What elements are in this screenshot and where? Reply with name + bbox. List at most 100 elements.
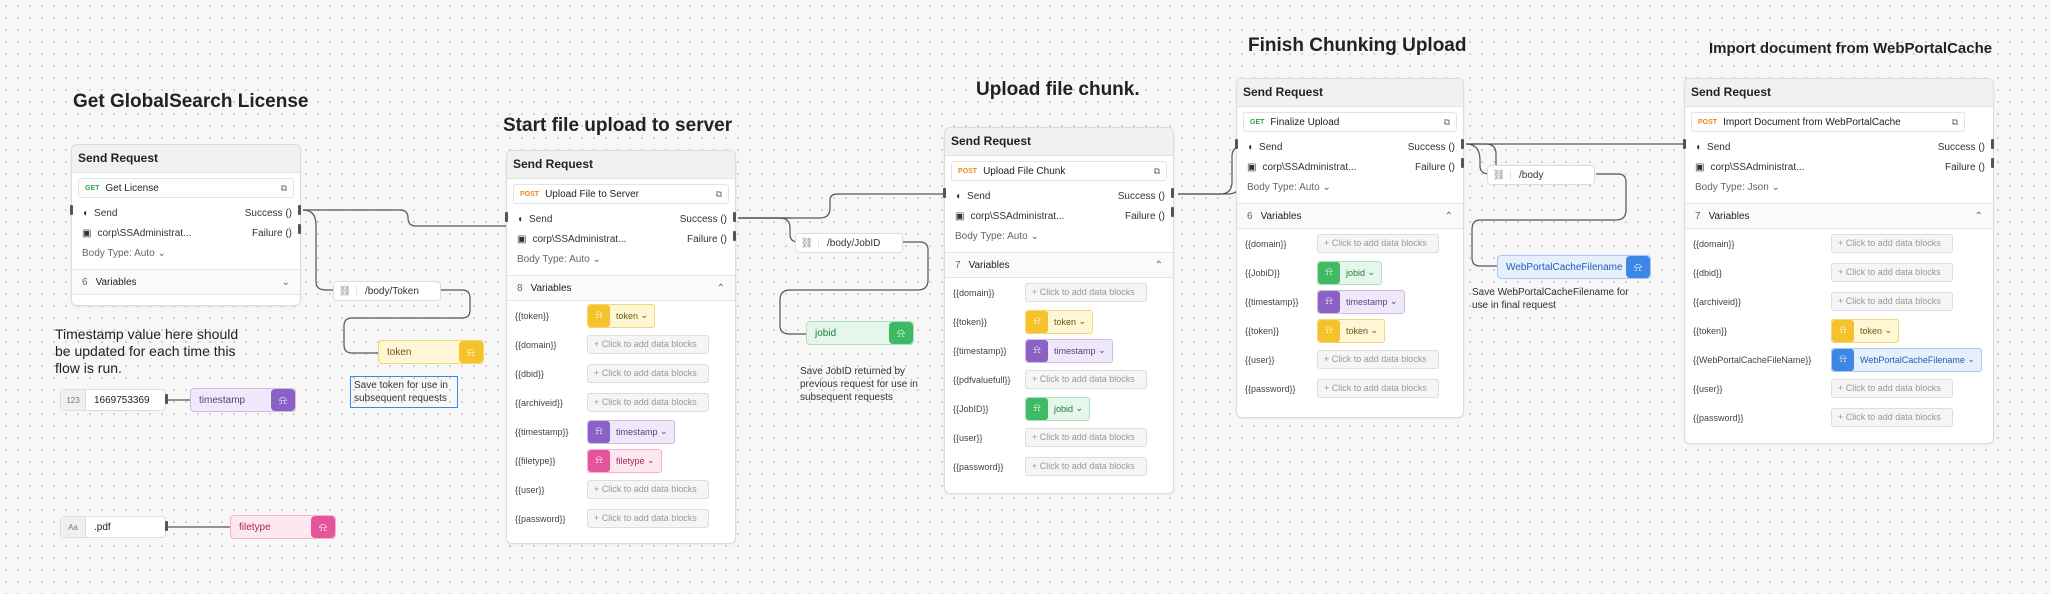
- timestamp-block[interactable]: ⍾timestamp ⌄: [1317, 289, 1405, 314]
- body-type-select[interactable]: Body Type: Auto ⌄: [945, 226, 1173, 246]
- failure-handle[interactable]: [298, 224, 301, 234]
- variable-name: {{JobID}}: [953, 403, 989, 414]
- failure-handle[interactable]: [733, 231, 736, 241]
- input-handle[interactable]: [505, 212, 508, 222]
- timestamp-variable-node[interactable]: timestamp ⍾: [190, 388, 296, 412]
- external-link-icon[interactable]: ⧉: [1153, 165, 1160, 176]
- webportal-variable-node[interactable]: WebPortalCacheFilename ⍾: [1497, 255, 1651, 279]
- body-type-select[interactable]: Body Type: Auto ⌄: [72, 243, 300, 263]
- success-handle[interactable]: [1461, 139, 1464, 149]
- timestamp-value: 1669753369: [94, 394, 150, 406]
- add-data-block[interactable]: + Click to add data blocks: [1317, 234, 1439, 253]
- token-block[interactable]: ⍾token ⌄: [1025, 309, 1094, 334]
- path-node-jobid[interactable]: ⛓ /body/JobID: [795, 233, 903, 253]
- jobid-block[interactable]: ⍾jobid ⌄: [1317, 260, 1383, 285]
- add-data-block[interactable]: + Click to add data blocks: [1025, 428, 1147, 447]
- block-label: timestamp: [1346, 296, 1388, 307]
- path-label: /body/JobID: [827, 237, 881, 249]
- auth-row: ▣ corp\SSAdministrat... Failure (): [507, 229, 735, 249]
- jobid-block[interactable]: ⍾jobid ⌄: [1025, 396, 1091, 421]
- input-handle[interactable]: [70, 205, 73, 215]
- token-block[interactable]: ⍾token ⌄: [587, 303, 656, 328]
- variable-name: {{password}}: [953, 461, 1004, 472]
- token-variable-node[interactable]: token ⍾: [378, 340, 484, 364]
- input-handle[interactable]: [1683, 139, 1686, 149]
- variable-row-user: {{user}}+ Click to add data blocks: [945, 423, 1173, 452]
- add-data-block[interactable]: + Click to add data blocks: [1831, 234, 1953, 253]
- auth-label: corp\SSAdministrat...: [1262, 161, 1357, 173]
- filetype-block[interactable]: ⍾filetype ⌄: [587, 448, 662, 473]
- variable-name: {{JobiD}}: [1245, 267, 1281, 278]
- token-block[interactable]: ⍾token ⌄: [1831, 318, 1900, 343]
- filetype-variable-node[interactable]: filetype ⍾: [230, 515, 336, 539]
- add-data-block[interactable]: + Click to add data blocks: [1831, 263, 1953, 282]
- external-link-icon[interactable]: ⧉: [280, 182, 287, 193]
- send-label: Send: [967, 190, 991, 202]
- request-selector[interactable]: POST Upload File to Server ⧉: [513, 184, 729, 204]
- jobid-variable-node[interactable]: jobid ⍾: [806, 321, 914, 345]
- path-node-body[interactable]: ⛓ /body: [1487, 165, 1595, 185]
- send-icon: ◖: [955, 190, 962, 202]
- variables-section[interactable]: 7 Variables ⌃: [1685, 203, 1993, 229]
- variables-section[interactable]: 7 Variables ⌃: [945, 252, 1173, 278]
- request-selector[interactable]: GET Get License ⧉: [78, 178, 294, 198]
- add-data-block[interactable]: + Click to add data blocks: [1831, 292, 1953, 311]
- send-request-card-chunk[interactable]: Send Request POST Upload File Chunk ⧉ ◖ …: [944, 127, 1174, 494]
- add-data-block[interactable]: + Click to add data blocks: [1831, 408, 1953, 427]
- failure-handle[interactable]: [1461, 158, 1464, 168]
- block-label: timestamp: [616, 426, 658, 437]
- token-block[interactable]: ⍾token ⌄: [1317, 318, 1386, 343]
- failure-handle[interactable]: [1171, 207, 1174, 217]
- request-selector[interactable]: POST Import Document from WebPortalCache…: [1691, 112, 1965, 132]
- add-data-block[interactable]: + Click to add data blocks: [587, 509, 709, 528]
- output-handle[interactable]: [165, 394, 168, 404]
- body-type-select[interactable]: Body Type: Json ⌄: [1685, 177, 1993, 197]
- external-link-icon[interactable]: ⧉: [715, 188, 722, 199]
- timestamp-block[interactable]: ⍾timestamp ⌄: [587, 419, 675, 444]
- add-data-block[interactable]: + Click to add data blocks: [587, 335, 709, 354]
- add-data-block[interactable]: + Click to add data blocks: [1025, 283, 1147, 302]
- success-handle[interactable]: [1171, 188, 1174, 198]
- path-node-token[interactable]: ⛓ /body/Token: [333, 281, 441, 301]
- success-handle[interactable]: [298, 205, 301, 215]
- add-data-block[interactable]: + Click to add data blocks: [1025, 457, 1147, 476]
- send-request-card-finish[interactable]: Send Request GET Finalize Upload ⧉ ◖ Sen…: [1236, 78, 1464, 418]
- send-request-card-start[interactable]: Send Request POST Upload File to Server …: [506, 150, 736, 544]
- send-icon: ◖: [1695, 141, 1702, 153]
- input-handle[interactable]: [1235, 139, 1238, 149]
- external-link-icon[interactable]: ⧉: [1443, 116, 1450, 127]
- add-data-block[interactable]: + Click to add data blocks: [1317, 379, 1439, 398]
- add-data-block[interactable]: + Click to add data blocks: [587, 480, 709, 499]
- variables-section[interactable]: 8 Variables ⌃: [507, 275, 735, 301]
- output-handle[interactable]: [165, 521, 168, 531]
- add-data-block[interactable]: + Click to add data blocks: [1317, 350, 1439, 369]
- add-data-block[interactable]: + Click to add data blocks: [587, 393, 709, 412]
- send-label: Send: [94, 207, 118, 219]
- input-handle[interactable]: [943, 188, 946, 198]
- send-label: Send: [1707, 141, 1731, 153]
- body-type-select[interactable]: Body Type: Auto ⌄: [1237, 177, 1463, 197]
- filetype-input-node[interactable]: Aa .pdf: [60, 516, 166, 538]
- timestamp-input-node[interactable]: 123 1669753369: [60, 389, 166, 411]
- variable-name: {{timestamp}}: [953, 345, 1007, 356]
- variables-section[interactable]: 6 Variables ⌄: [72, 269, 300, 295]
- variables-section[interactable]: 6 Variables ⌃: [1237, 203, 1463, 229]
- block-label: token: [616, 310, 639, 321]
- send-request-card-license[interactable]: Send Request GET Get License ⧉ ◖ Send Su…: [71, 144, 301, 306]
- failure-handle[interactable]: [1991, 158, 1994, 168]
- variable-name: {{pdfvaluefull}}: [953, 374, 1011, 385]
- request-selector[interactable]: POST Upload File Chunk ⧉: [951, 161, 1167, 181]
- request-selector[interactable]: GET Finalize Upload ⧉: [1243, 112, 1457, 132]
- body-type-select[interactable]: Body Type: Auto ⌄: [507, 249, 735, 269]
- external-link-icon[interactable]: ⧉: [1951, 116, 1958, 127]
- variable-name: {{password}}: [1245, 383, 1296, 394]
- success-handle[interactable]: [733, 212, 736, 222]
- success-handle[interactable]: [1991, 139, 1994, 149]
- send-request-card-import[interactable]: Send Request POST Import Document from W…: [1684, 78, 1994, 444]
- timestamp-block[interactable]: ⍾timestamp ⌄: [1025, 338, 1113, 363]
- add-data-block[interactable]: + Click to add data blocks: [1025, 370, 1147, 389]
- variable-row-token: {{token}} ⍾token ⌄: [945, 307, 1173, 336]
- add-data-block[interactable]: + Click to add data blocks: [587, 364, 709, 383]
- add-data-block[interactable]: + Click to add data blocks: [1831, 379, 1953, 398]
- webportal-block[interactable]: ⍾WebPortalCacheFilename ⌄: [1831, 347, 1982, 372]
